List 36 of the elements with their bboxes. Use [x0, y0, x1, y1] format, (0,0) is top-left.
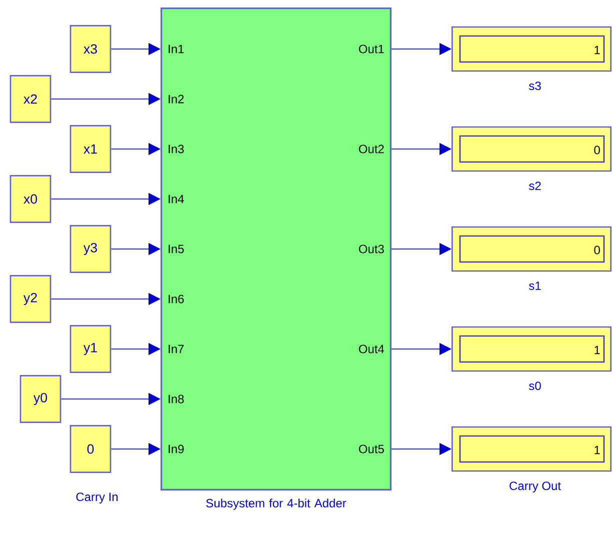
node-label: In4 [168, 194, 184, 204]
constant-block: y0 [20, 375, 62, 423]
block-caption: s1 [529, 282, 541, 290]
constant-block: y2 [10, 275, 52, 323]
constant-block: x1 [70, 125, 112, 173]
display-block: 1 [452, 426, 612, 472]
constant-block: x0 [10, 175, 52, 223]
display-block: 1 [452, 26, 612, 72]
display-block: 0 [452, 226, 612, 272]
node-label: In1 [168, 44, 184, 54]
block-caption: Carry Out [510, 482, 561, 492]
node-label: In8 [168, 394, 184, 404]
node-label: In5 [168, 244, 184, 254]
constant-block: 0 [70, 425, 112, 473]
node-label: Out4 [358, 344, 384, 354]
node-label: In7 [168, 344, 184, 354]
subsystem-block: In1 In2 In3 In4 In5 In6 In7 In8 In9 Out1 Out2 Out3 Out4 Out5 [160, 8, 392, 490]
display-block: 0 [452, 126, 612, 172]
constant-block: y3 [70, 225, 112, 273]
constant-block: y1 [70, 325, 112, 373]
node-label: In3 [168, 144, 184, 154]
block-caption: s3 [529, 82, 541, 90]
block-caption: Subsystem for 4-bit Adder [206, 498, 346, 510]
constant-block: x3 [70, 25, 112, 73]
block-caption: s2 [529, 182, 541, 190]
block-caption: Carry In [76, 492, 118, 504]
block-caption: s0 [529, 382, 541, 390]
node-label: In9 [168, 444, 184, 454]
constant-block: x2 [10, 75, 52, 123]
node-label: Out1 [358, 44, 384, 54]
node-label: In6 [168, 294, 184, 304]
node-label: Out5 [358, 444, 384, 454]
display-block: 1 [452, 326, 612, 372]
node-label: In2 [168, 94, 184, 104]
node-label: Out3 [358, 244, 384, 254]
node-label: Out2 [358, 144, 384, 154]
